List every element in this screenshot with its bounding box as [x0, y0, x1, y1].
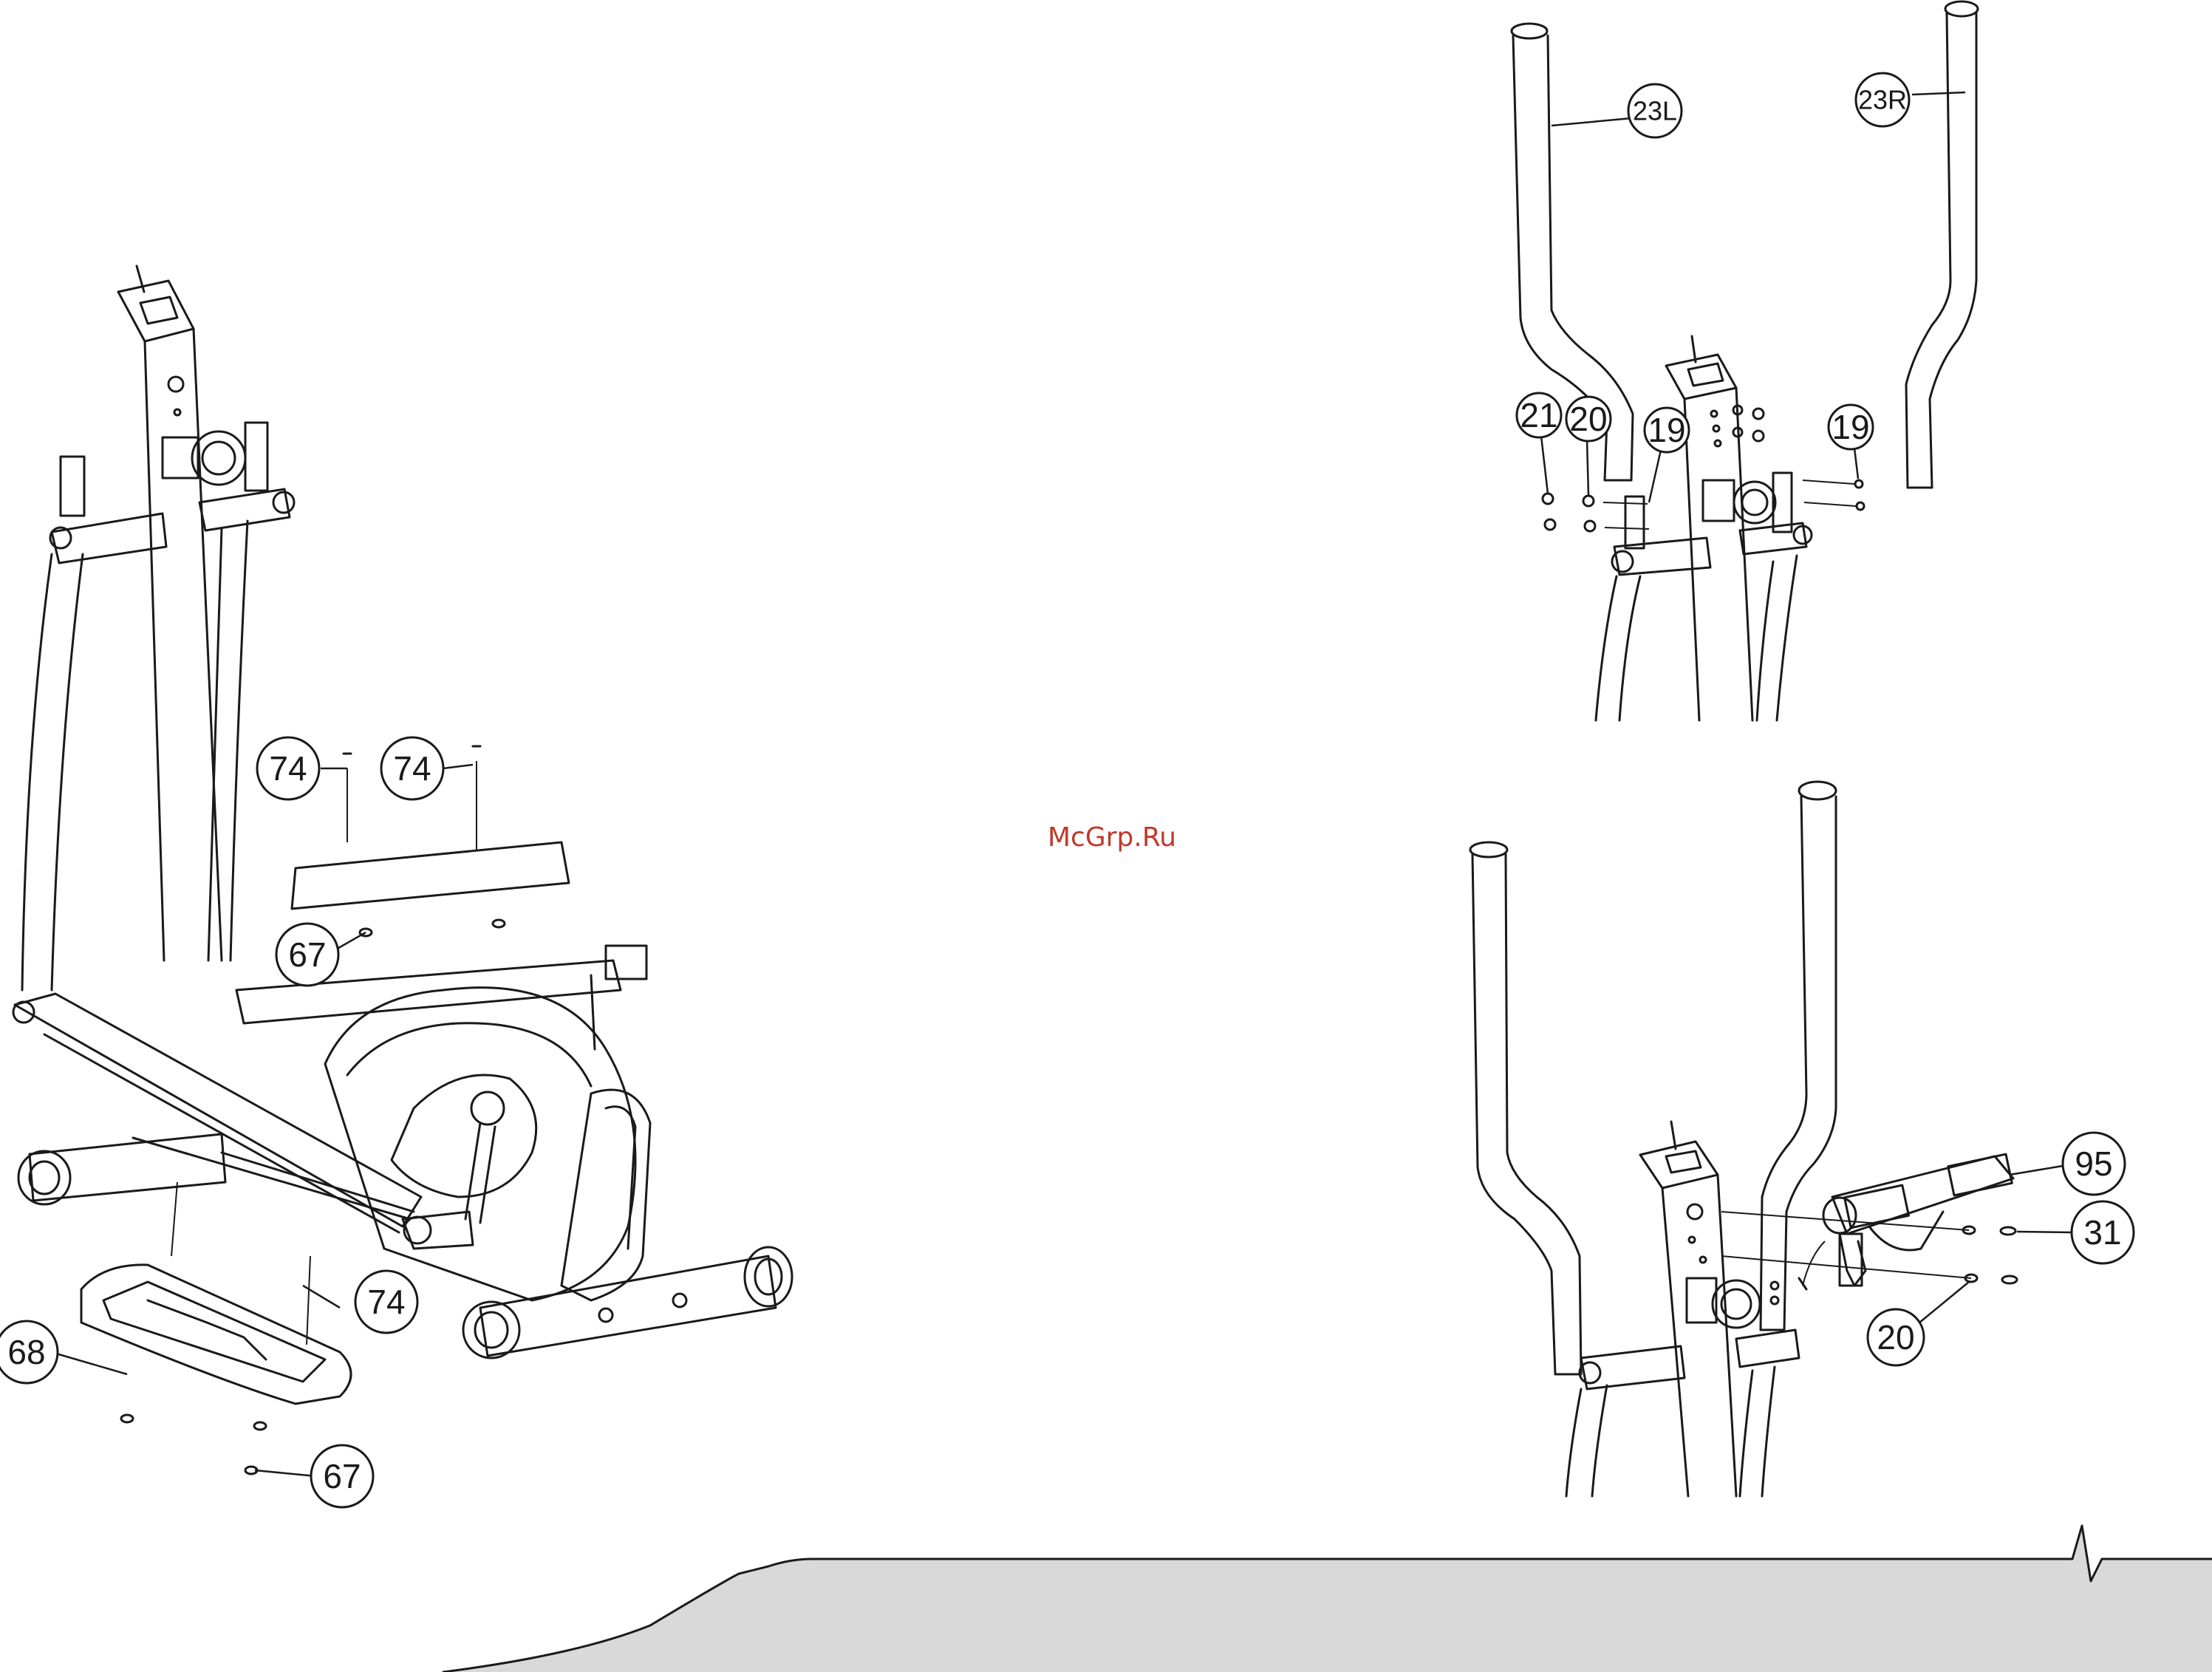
callout-label: 23L [1633, 96, 1677, 126]
callout-label: 19 [1648, 411, 1685, 449]
callout-label: 21 [1520, 396, 1557, 434]
callout-68: 68 [0, 1321, 58, 1383]
callout-95: 95 [2063, 1133, 2125, 1195]
callout-label: 20 [1569, 400, 1607, 438]
callout-label: 31 [2083, 1213, 2121, 1252]
callout-19-a: 19 [1645, 408, 1689, 452]
callout-label: 67 [323, 1457, 361, 1495]
callout-label: 20 [1877, 1318, 1914, 1357]
callout-label: 68 [7, 1333, 45, 1371]
callout-74-c: 74 [355, 1271, 417, 1333]
upper-right-leader-lines [1541, 92, 1965, 502]
callout-19-b: 19 [1829, 405, 1873, 449]
callout-67-b: 67 [311, 1445, 373, 1507]
callout-20-a: 20 [1566, 397, 1611, 441]
callout-74-a: 74 [257, 737, 319, 799]
footer-band [443, 1526, 2212, 1672]
callout-label: 23R [1858, 85, 1907, 115]
lower-right-leader-lines [1915, 1166, 2073, 1326]
main-frame-assembly [13, 266, 792, 1358]
callout-label: 74 [269, 749, 307, 788]
foot-pedal [81, 1182, 351, 1474]
callout-20-b: 20 [1868, 1309, 1924, 1365]
callout-label: 74 [393, 749, 431, 788]
callout-label: 19 [1832, 408, 1869, 446]
callout-label: 74 [367, 1283, 405, 1321]
watermark-text: McGrp.Ru [1048, 822, 1176, 853]
handlebar-detail-lower [1470, 782, 2017, 1496]
callout-74-b: 74 [381, 737, 443, 799]
callout-23R: 23R [1856, 73, 1909, 126]
callout-label: 95 [2075, 1144, 2112, 1183]
callout-23L: 23L [1628, 84, 1682, 137]
callout-67-a: 67 [276, 924, 338, 986]
callout-21: 21 [1517, 393, 1561, 437]
callout-label: 67 [288, 935, 326, 974]
callout-31: 31 [2072, 1201, 2134, 1263]
